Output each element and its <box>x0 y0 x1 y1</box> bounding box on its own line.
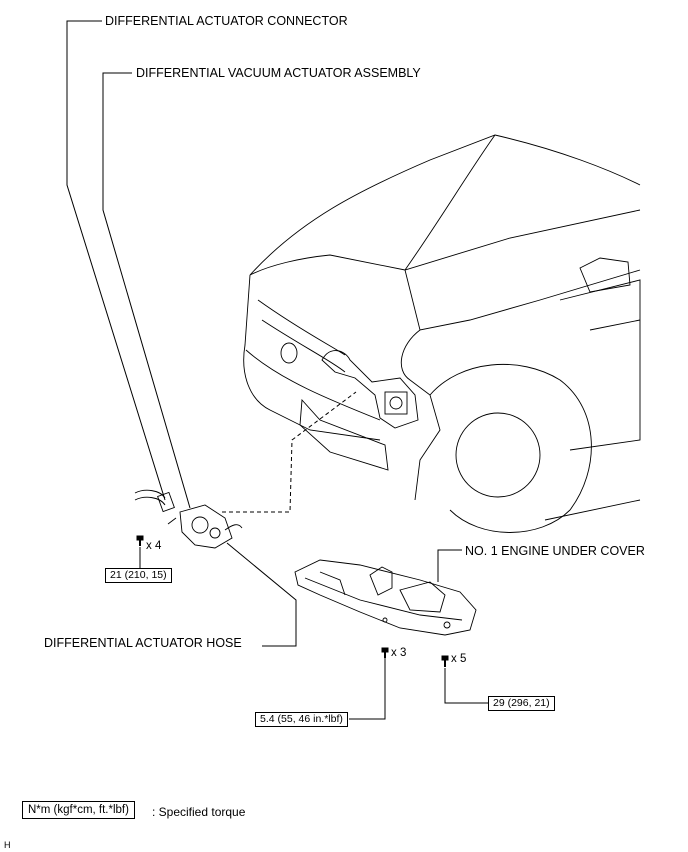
actuator-bolt-icon <box>136 535 144 546</box>
bolt-small-icon <box>381 647 389 658</box>
vacuum-actuator-leader-line <box>102 72 191 509</box>
legend-description: : Specified torque <box>152 805 246 819</box>
actuator-assembly <box>134 489 243 549</box>
corner-mark: H <box>4 840 11 850</box>
vehicle-outline <box>243 134 641 533</box>
install-dashed-line <box>222 391 357 513</box>
torque-box-actuator: 21 (210, 15) <box>105 568 172 583</box>
torque-small-leader-line <box>349 658 386 720</box>
connector-leader-line <box>66 20 166 501</box>
torque-large-leader-line <box>444 668 488 704</box>
under-cover-small-quantity: x 3 <box>391 647 407 659</box>
under-cover-part <box>294 559 477 636</box>
vacuum-actuator-label: DIFFERENTIAL VACUUM ACTUATOR ASSEMBLY <box>136 66 421 80</box>
torque-box-under-cover-large: 29 (296, 21) <box>488 696 555 711</box>
installed-actuator <box>321 350 419 429</box>
hose-leader-line <box>226 542 297 647</box>
connector-label: DIFFERENTIAL ACTUATOR CONNECTOR <box>105 14 348 28</box>
under-cover-large-quantity: x 5 <box>451 653 467 665</box>
under-cover-label: NO. 1 ENGINE UNDER COVER <box>465 544 645 558</box>
legend-unit-box: N*m (kgf*cm, ft.*lbf) <box>22 801 135 819</box>
torque-box-under-cover-small: 5.4 (55, 46 in.*lbf) <box>255 712 348 727</box>
hose-label: DIFFERENTIAL ACTUATOR HOSE <box>44 636 242 650</box>
bolt-large-icon <box>441 655 449 667</box>
actuator-bolt-quantity: x 4 <box>146 540 162 552</box>
under-cover-leader-line <box>437 549 462 582</box>
